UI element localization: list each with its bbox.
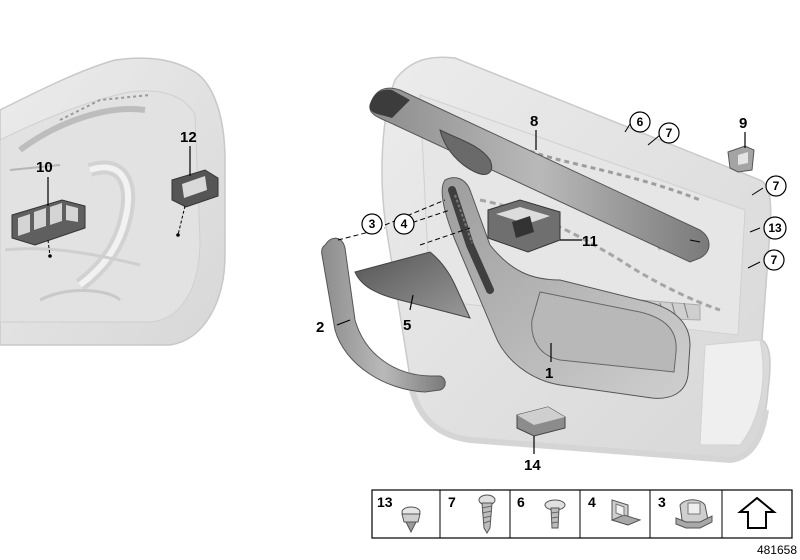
left-door-panel	[0, 57, 226, 346]
part-12-window-switch-single[interactable]	[171, 169, 219, 208]
svg-text:6: 6	[517, 494, 525, 510]
legend-cell-arrow[interactable]	[737, 496, 777, 529]
diagram-id: 481658	[757, 543, 797, 557]
svg-text:7: 7	[773, 179, 780, 193]
callout-11: 11	[582, 233, 598, 250]
callout-1: 1	[545, 365, 553, 382]
clip-fastener-icon	[401, 506, 421, 534]
svg-text:7: 7	[771, 253, 778, 267]
callout-10: 10	[36, 159, 53, 176]
svg-text:4: 4	[401, 217, 408, 231]
part-14-door-light[interactable]	[516, 406, 566, 437]
circled-ref-4: 4	[393, 213, 415, 235]
part-9-bracket[interactable]	[727, 145, 755, 173]
leader-2	[336, 319, 351, 326]
bolt-icon	[544, 499, 566, 529]
svg-text:13: 13	[377, 494, 393, 510]
legend-cell-4[interactable]: 4	[588, 494, 642, 526]
callout-2: 2	[316, 319, 324, 336]
circled-ref-7a: 7	[658, 122, 680, 144]
part-10-window-switch-left[interactable]	[11, 199, 86, 246]
part-2-grab-handle[interactable]	[321, 237, 446, 393]
part-1-armrest-carrier[interactable]	[441, 177, 691, 399]
circled-ref-7c: 7	[763, 249, 785, 271]
callout-14: 14	[524, 457, 541, 474]
legend-cell-13[interactable]: 13	[377, 494, 421, 534]
part-11-window-switch[interactable]	[487, 199, 561, 253]
legend-cell-6[interactable]: 6	[517, 494, 566, 529]
svg-text:13: 13	[768, 221, 782, 235]
svg-text:4: 4	[588, 494, 596, 510]
bracket-clip-icon	[610, 499, 642, 526]
svg-text:3: 3	[369, 217, 376, 231]
legend-cell-3[interactable]: 3	[658, 494, 713, 529]
legend-cell-7[interactable]: 7	[448, 494, 496, 534]
fastener-legend: 13 7 6 4	[371, 489, 793, 539]
circled-ref-6: 6	[629, 111, 651, 133]
leader-10-dot	[48, 254, 52, 258]
callout-8: 8	[530, 113, 538, 130]
front-direction-arrow-icon	[737, 496, 777, 529]
svg-text:7: 7	[448, 494, 456, 510]
screw-icon	[478, 494, 496, 534]
circled-ref-7b: 7	[765, 175, 787, 197]
part-5-lower-trim[interactable]	[354, 251, 471, 319]
part-8-upper-trim[interactable]	[369, 87, 710, 263]
spring-clip-icon	[675, 499, 713, 529]
svg-text:7: 7	[666, 126, 673, 140]
callout-5: 5	[403, 317, 411, 334]
leader-5	[409, 294, 414, 311]
leader-10-dash	[47, 239, 51, 257]
leader-12-dot	[176, 233, 180, 237]
callout-12: 12	[180, 129, 197, 146]
circled-ref-13: 13	[763, 216, 787, 240]
svg-text:3: 3	[658, 494, 666, 510]
callout-9: 9	[739, 115, 747, 132]
svg-text:6: 6	[637, 115, 644, 129]
circled-ref-3: 3	[361, 213, 383, 235]
